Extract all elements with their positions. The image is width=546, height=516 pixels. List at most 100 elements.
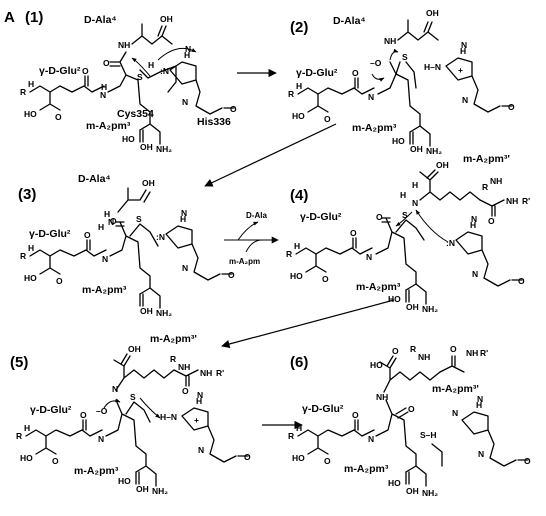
atom-label-r-prime: R' [522, 196, 530, 206]
atom-label-r-prime: R' [480, 348, 488, 358]
atom-label-oh: OH [406, 302, 419, 312]
atom-label-n: N [368, 434, 374, 444]
atom-label-o: O [352, 68, 359, 78]
atom-label-r-prime: R' [216, 368, 224, 378]
atom-label-nh: NH [118, 40, 130, 50]
atom-label-o: O [376, 212, 383, 222]
atom-label-n: N [112, 384, 118, 394]
atom-label-nh: NH [376, 392, 388, 402]
atom-label-nh: NH [200, 368, 212, 378]
atom-label-r: R [286, 249, 292, 259]
step-1-dala-label: D-Ala⁴ [84, 14, 117, 26]
step-5: (5) m-A₂pm³' γ-D-Glu² m-A₂pm³ R H O HO O… [10, 333, 251, 496]
step-6-number: (6) [290, 354, 308, 371]
atom-label-nh: NH [178, 362, 190, 372]
atom-label-o: O [324, 456, 331, 466]
atom-label-n: N [182, 263, 188, 273]
step-4-glu-label: γ-D-Glu² [300, 211, 342, 223]
atom-label-n: N [197, 390, 203, 400]
step-1-apm-label: m-A₂pm³ [86, 120, 131, 132]
step-6: (6) m-A₂pm³' γ-D-Glu² m-A₂pm³ R H O HO O… [288, 344, 531, 498]
atom-label-o: O [508, 102, 515, 112]
atom-label-o: O [244, 452, 251, 462]
atom-label-nh: NH [466, 348, 478, 358]
step-1-his-label: His336 [197, 116, 231, 128]
atom-label-h: H [148, 60, 154, 70]
atom-label-nh2: NH₂ [422, 488, 438, 498]
atom-label-oh: OH [406, 486, 419, 496]
atom-label-plus: + [458, 65, 463, 75]
atom-label-h: H [101, 82, 107, 92]
atom-label-n: N [462, 95, 468, 105]
atom-label-ho: HO [24, 273, 37, 283]
atom-label-plus: + [194, 415, 199, 425]
atom-label-sh: S–H [420, 430, 437, 440]
atom-label-o: O [228, 270, 235, 280]
step-4-number: (4) [290, 187, 308, 204]
atom-label-o-minus: –O [370, 58, 382, 68]
atom-label-oh: OH [140, 306, 153, 316]
atom-label-s: S [402, 210, 408, 220]
atom-label-o: O [322, 274, 329, 284]
atom-label-n-colon: :N [156, 232, 165, 242]
atom-label-n: N [472, 269, 478, 279]
step-2: (2) D-Ala⁴ γ-D-Glu² m-A₂pm³ R H O HO O N… [288, 8, 515, 156]
atom-label-h: H [400, 190, 406, 200]
step-4-apm-prime-label: m-A₂pm³' [463, 153, 510, 165]
panel-letter: A [4, 9, 15, 26]
atom-label-nh2: NH₂ [156, 144, 172, 154]
atom-label-h: H [28, 243, 34, 253]
arrow-4-to-5 [221, 299, 395, 349]
atom-label-o: O [392, 346, 399, 356]
step-4-apm-label: m-A₂pm³ [356, 281, 401, 293]
atom-label-h: H [24, 423, 30, 433]
step-3-dala-label: D-Ala⁴ [78, 173, 111, 185]
atom-label-o: O [450, 344, 457, 354]
atom-label-oh: OH [140, 142, 153, 152]
atom-label-o: O [82, 66, 89, 76]
step-2-number: (2) [290, 19, 308, 36]
atom-label-ho: HO [292, 111, 305, 121]
atom-label-o: O [352, 410, 359, 420]
atom-label-o: O [230, 104, 237, 114]
atom-label-n: N [100, 90, 106, 100]
step-3-incoming-label: m-A₂pm [229, 257, 260, 266]
step-6-apm-prime-label: m-A₂pm³' [432, 383, 479, 395]
atom-label-n: N [108, 217, 114, 227]
atom-label-n: N [452, 408, 458, 418]
atom-label-h: H [460, 46, 466, 56]
atom-label-n: N [412, 198, 418, 208]
atom-label-o: O [56, 276, 63, 286]
atom-label-ho: HO [290, 271, 303, 281]
atom-label-h: H [180, 214, 186, 224]
atom-label-h: H [412, 180, 418, 190]
atom-label-ho: HO [292, 453, 305, 463]
atom-label-nh: NH [418, 352, 430, 362]
atom-label-ho: HO [24, 109, 37, 119]
step-5-glu-label: γ-D-Glu² [30, 404, 72, 416]
atom-label-nh2: NH₂ [422, 304, 438, 314]
atom-label-nh2: NH₂ [156, 308, 172, 318]
atom-label-o: O [350, 228, 357, 238]
atom-label-h: H [294, 241, 300, 251]
step-6-glu-label: γ-D-Glu² [302, 403, 344, 415]
atom-label-h: H [470, 220, 476, 230]
atom-label-o: O [110, 216, 117, 226]
atom-label-ho: HO [388, 478, 401, 488]
step-3-release-label: D-Ala [246, 211, 267, 220]
atom-label-n: N [366, 252, 372, 262]
step-3-number: (3) [18, 186, 36, 203]
atom-label-n: N [198, 445, 204, 455]
atom-label-o: O [524, 456, 531, 466]
atom-label-r: R [170, 354, 176, 364]
atom-label-oh: OH [160, 14, 173, 24]
step-6-apm-label: m-A₂pm³ [344, 463, 389, 475]
atom-label-nh: NH [384, 36, 396, 46]
atom-label-oh: OH [128, 344, 141, 354]
atom-label-n-colon: :N [446, 238, 455, 248]
step-1-glu-label: γ-D-Glu² [39, 65, 81, 77]
atom-label-s: S [402, 52, 408, 62]
atom-label-h: H [476, 400, 482, 410]
